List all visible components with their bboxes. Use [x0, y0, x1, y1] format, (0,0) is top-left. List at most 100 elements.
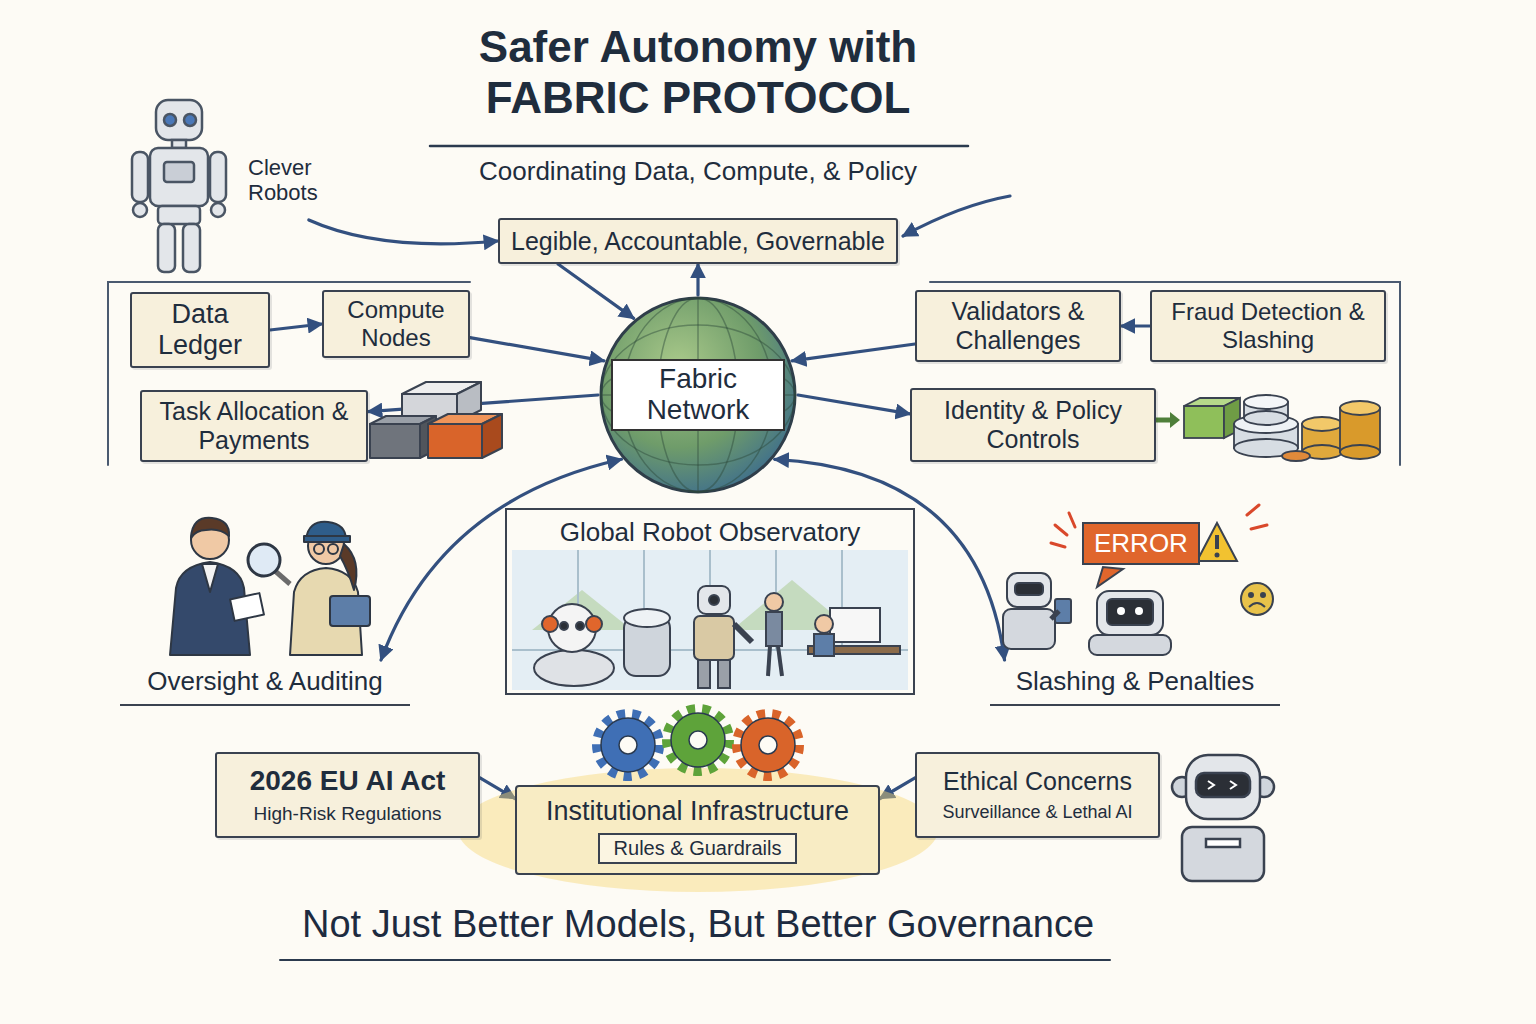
connector-arrow: [470, 338, 604, 361]
process-box: Data Ledger: [130, 292, 270, 368]
banner-glow-part: [458, 768, 938, 892]
network-globe: Fabric Network: [598, 295, 798, 495]
node-text: Data Ledger: [142, 299, 258, 361]
gears-illustration: [583, 700, 813, 790]
blocks-illustration-part-part: [428, 424, 482, 458]
auditors-illustration-part-part: [202, 564, 218, 592]
penalty-illustration-part-part: [1251, 525, 1267, 529]
robot-illustration-part: [132, 100, 226, 272]
penalty-illustration-part: [1003, 523, 1273, 655]
gears-illustration-part: [597, 709, 799, 776]
connector-arrow: [558, 264, 634, 318]
observatory-scene-part-part: [768, 646, 770, 676]
connector-arrow: [792, 344, 915, 361]
gears-illustration-part-part: [667, 709, 729, 771]
penalty-illustration-part-part: [1015, 583, 1043, 595]
process-box: Task Allocation & Payments: [140, 390, 368, 462]
penalty-illustration-part-part: [1117, 607, 1125, 615]
penalty-illustration-part-part: [1249, 603, 1265, 607]
node-text: Task Allocation & Payments: [152, 397, 356, 455]
robot-illustration: [118, 92, 243, 282]
observatory-scene-part: [512, 550, 908, 690]
diagram-title: Safer Autonomy with FABRIC PROTOCOL: [398, 22, 998, 123]
tokens-illustration-part-part: [1282, 451, 1310, 461]
penalty-illustration-part-part: [1003, 609, 1055, 649]
connector-arrow: [1121, 324, 1150, 327]
error-bubble-text: ERROR: [1082, 522, 1200, 565]
auditors-illustration-part: [170, 518, 370, 655]
concern-box: Ethical ConcernsSurveillance & Lethal AI: [915, 752, 1160, 838]
process-box: Identity & Policy Controls: [910, 388, 1156, 462]
observatory-scene-part-part: [766, 612, 782, 646]
tokens-illustration-part: [1154, 418, 1172, 423]
robot-illustration-part-part: [184, 114, 196, 126]
regulation-box: 2026 EU AI ActHigh-Risk Regulations: [215, 752, 480, 838]
panel-caption: Slashing & Penalties: [990, 660, 1280, 706]
blocks-illustration-part-part: [482, 414, 502, 458]
observatory-scene-part-part: [778, 646, 782, 676]
node-text: Institutional Infrastructure: [546, 796, 849, 827]
decor-lines-part: [280, 959, 1110, 961]
network-globe-part-part: [601, 298, 795, 492]
connector-arrow: [309, 220, 498, 244]
penalty-illustration-part-part: [1051, 543, 1065, 547]
robot-illustration-part-part: [164, 162, 194, 182]
auditors-illustration-part-part: [330, 596, 370, 626]
observatory-scene-part-part: [698, 586, 730, 614]
process-box: Validators & Challenges: [915, 290, 1121, 362]
observatory-scene-part-part: [830, 608, 880, 642]
decor-lines-part: [108, 282, 470, 465]
blocks-illustration-part: [370, 382, 502, 458]
subtitle: Coordinating Data, Compute, & Policy: [398, 156, 998, 187]
gears-illustration-part-part: [619, 736, 637, 754]
penalty-illustration-part-part: [1135, 607, 1143, 615]
auditors-illustration-part-part: [314, 544, 324, 554]
robot-illustration-part-part: [156, 100, 202, 140]
auditors-illustration: [140, 500, 410, 660]
robot-illustration-part-part: [158, 206, 200, 224]
observatory-scene-part-part: [734, 624, 752, 642]
node-subtext: High-Risk Regulations: [254, 803, 442, 825]
tokens-illustration-part-part: [1244, 395, 1288, 409]
penalty-illustration-part-part: [1247, 505, 1259, 515]
gears-illustration-part-part: [597, 714, 659, 776]
gears-illustration-part-part: [689, 731, 707, 749]
robot-illustration-part-part: [150, 148, 208, 206]
tokens-illustration-part: [1184, 395, 1380, 461]
blocks-illustration: [362, 372, 512, 467]
auditors-illustration-part-part: [304, 536, 350, 542]
penalty-illustration-part-part: [1215, 553, 1220, 558]
node-text: Fraud Detection & Slashing: [1162, 298, 1374, 353]
tokens-illustration-part-part: [1244, 411, 1288, 425]
node-text: Legible, Accountable, Governable: [511, 227, 885, 256]
decor-lines-part: [903, 196, 1010, 236]
observatory-scene-part-part: [586, 616, 602, 632]
connector-arrow: [270, 324, 322, 330]
visor-robot-illustration-part-part: [1186, 755, 1260, 819]
observatory-scene-part-part: [815, 615, 833, 633]
penalty-illustration-part-part: [1215, 535, 1219, 549]
observatory-scene-part-part: [560, 622, 568, 630]
tokens-illustration-part-part: [1184, 406, 1224, 438]
observatory-scene-part-part: [534, 650, 614, 686]
connector-arrow: [696, 264, 699, 295]
node-text: Identity & Policy Controls: [922, 396, 1144, 454]
principle-box: Legible, Accountable, Governable: [498, 218, 898, 264]
tokens-illustration-part-part: [1302, 417, 1342, 431]
network-globe-part-part: [601, 298, 795, 492]
auditors-illustration-part-part: [328, 544, 338, 554]
gears-illustration-part-part: [737, 714, 799, 776]
penalty-illustration-part-part: [1007, 573, 1051, 607]
auditors-illustration-part-part: [230, 593, 264, 621]
auditors-illustration-part-part: [248, 544, 280, 576]
node-text: Compute Nodes: [334, 296, 458, 351]
observatory-scene-part-part: [814, 634, 834, 656]
penalty-illustration-part-part: [1089, 635, 1171, 655]
observatory-scene: [512, 550, 908, 690]
penalty-illustration-part-part: [1097, 591, 1163, 635]
robot-illustration-part-part: [183, 224, 200, 272]
gears-illustration-part-part: [601, 718, 655, 772]
visor-robot-illustration-part-part: [1230, 781, 1236, 789]
observatory-scene-part-part: [698, 660, 710, 688]
